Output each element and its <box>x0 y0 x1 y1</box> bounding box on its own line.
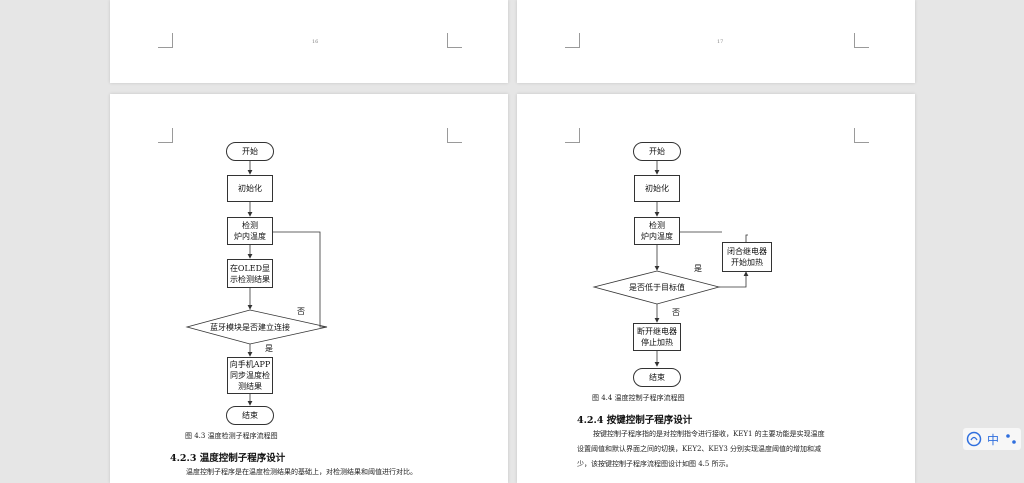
section-title: 按键控制子程序设计 <box>606 415 693 426</box>
ime-language-toggle[interactable]: 中 <box>986 432 999 447</box>
page-16: 16 <box>110 0 508 83</box>
ime-toolbar[interactable]: 中 <box>963 428 1021 450</box>
flowchart-oled: 在OLED显 示检测结果 <box>227 259 273 288</box>
page-right: 开始 初始化 检测 炉内温度 闭合继电器 开始加热 是 是否低于目标值 否 断开… <box>517 94 915 483</box>
crop-mark <box>565 128 580 143</box>
crop-mark <box>158 128 173 143</box>
page-number: 17 <box>717 39 724 45</box>
page-left: 开始 初始化 检测 炉内温度 在OLED显 示检测结果 蓝牙模块是否建立连接 否… <box>110 94 508 483</box>
ime-dots-icon[interactable] <box>1003 431 1019 447</box>
flowchart-no-label: 否 <box>297 307 305 316</box>
page-number: 16 <box>312 39 319 45</box>
body-paragraph: 按键控制子程序指的是对控制指令进行接收，KEY1 的主要功能是实现温度 设置阈值… <box>577 427 867 472</box>
flowchart-detect: 检测 炉内温度 <box>227 217 273 245</box>
crop-mark <box>158 33 173 48</box>
flowchart-relay-off: 断开继电器 停止加热 <box>633 323 681 351</box>
flowchart-no-label: 否 <box>672 308 680 317</box>
section-number: 4.2.3 <box>170 453 197 464</box>
section-number: 4.2.4 <box>577 415 604 426</box>
flowchart-decision-label: 蓝牙模块是否建立连接 <box>210 323 290 332</box>
flowchart-decision-label: 是否低于目标值 <box>629 283 685 292</box>
figure-caption: 图 4.3 温度检测子程序流程图 <box>185 432 278 440</box>
flowchart-init: 初始化 <box>634 175 680 202</box>
paragraph-line: 少，该按键控制子程序流程图设计如图 4.5 所示。 <box>577 460 733 468</box>
crop-mark <box>447 33 462 48</box>
figure-caption: 图 4.4 温度控制子程序流程图 <box>592 394 685 402</box>
flowchart-connectors <box>185 161 328 406</box>
section-title: 温度控制子程序设计 <box>199 453 286 464</box>
crop-mark <box>854 128 869 143</box>
crop-mark <box>854 33 869 48</box>
paragraph-line: 按键控制子程序指的是对控制指令进行接收，KEY1 的主要功能是实现温度 <box>593 430 825 438</box>
paragraph-line: 设置阈值和默认界面之间的切换，KEY2、KEY3 分别实现温度阈值的增加和减 <box>577 445 822 453</box>
crop-mark <box>565 33 580 48</box>
flowchart-detect: 检测 炉内温度 <box>634 217 680 245</box>
flowchart-relay-on: 闭合继电器 开始加热 <box>722 242 772 272</box>
section-heading: 4.2.3 温度控制子程序设计 <box>170 450 285 464</box>
page-17: 17 <box>517 0 915 83</box>
flowchart-end: 结束 <box>633 368 681 387</box>
crop-mark <box>447 128 462 143</box>
flowchart-connectors <box>592 161 749 367</box>
section-heading: 4.2.4 按键控制子程序设计 <box>577 412 692 426</box>
ime-logo-icon[interactable] <box>966 431 982 447</box>
flowchart-yes-label: 是 <box>265 344 273 353</box>
body-paragraph: 温度控制子程序是在温度检测结果的基础上，对检测结果和阈值进行对比。 <box>186 468 417 476</box>
flowchart-sync: 向手机APP 同步温度检 测结果 <box>227 357 273 394</box>
flowchart-init: 初始化 <box>227 175 273 202</box>
flowchart-yes-label: 是 <box>694 264 702 273</box>
flowchart-start: 开始 <box>226 142 274 161</box>
flowchart-start: 开始 <box>633 142 681 161</box>
flowchart-end: 结束 <box>226 406 274 425</box>
